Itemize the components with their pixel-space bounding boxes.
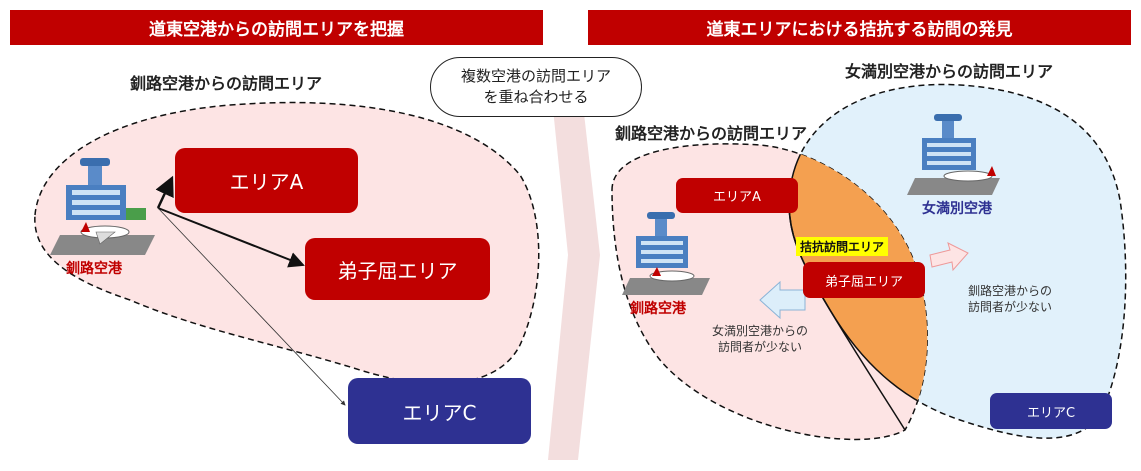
arrow-toward-kushiro	[759, 280, 806, 320]
transition-chevron	[548, 60, 600, 460]
arrow-toward-memanbetsu	[929, 242, 969, 272]
overlay-bubble: 複数空港の訪問エリア を重ね合わせる	[430, 57, 642, 117]
bubble-line-1: 複数空港の訪問エリア	[460, 67, 611, 85]
right-header: 道東エリアにおける拮抗する訪問の発見	[588, 10, 1131, 45]
right-kushiro-airport-name: 釧路空港	[630, 301, 686, 317]
right-kushiro-region-label: 釧路空港からの訪問エリア	[615, 124, 808, 143]
right-area-a: エリアA	[676, 178, 798, 213]
left-header: 道東空港からの訪問エリアを把握	[10, 10, 543, 45]
arrow-to-area-a	[155, 175, 174, 209]
note-few-from-memanbetsu: 女満別空港からの 訪問者が少ない	[711, 324, 808, 354]
right-area-c: エリアC	[990, 393, 1112, 429]
bubble-line-2: を重ね合わせる	[483, 88, 589, 106]
kushiro-airport-icon-left	[50, 158, 155, 255]
memanbetsu-airport-icon	[907, 114, 1000, 195]
left-area-b: 弟子屈エリア	[305, 238, 490, 300]
contested-tag: 拮抗訪問エリア	[796, 237, 889, 256]
left-area-c: エリアC	[348, 378, 531, 444]
right-memanbetsu-airport-name: 女満別空港	[922, 201, 992, 217]
right-memanbetsu-region-label: 女満別空港からの訪問エリア	[845, 62, 1054, 81]
right-area-b: 弟子屈エリア	[803, 262, 925, 298]
note-few-from-kushiro: 釧路空港からの 訪問者が少ない	[967, 284, 1052, 314]
arrow-to-area-b	[157, 207, 305, 268]
left-area-a: エリアA	[175, 148, 358, 213]
left-region-label: 釧路空港からの訪問エリア	[130, 74, 323, 93]
kushiro-region-left	[34, 101, 540, 385]
kushiro-airport-icon-right	[622, 212, 710, 295]
arrow-to-area-c	[157, 207, 346, 406]
left-airport-name: 釧路空港	[66, 261, 122, 277]
